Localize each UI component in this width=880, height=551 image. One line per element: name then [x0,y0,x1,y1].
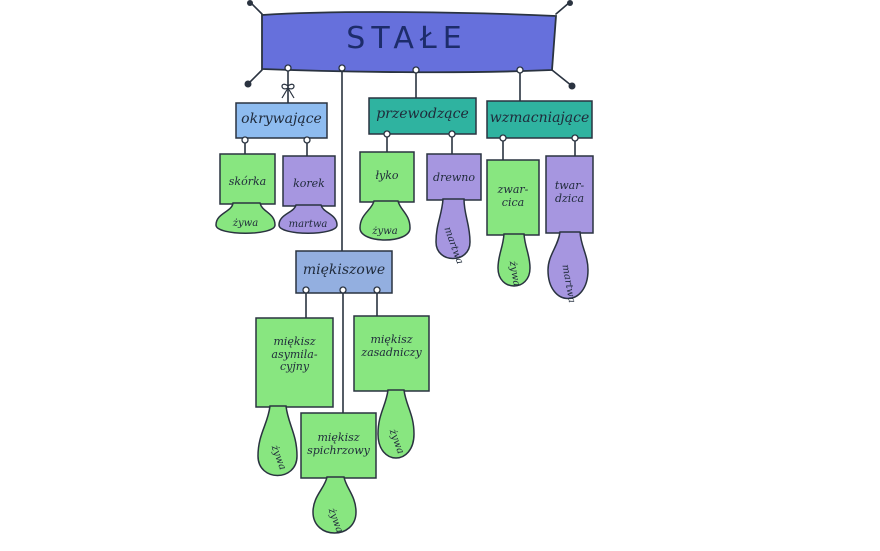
card-label-skorka: skórka [228,175,267,188]
hook [571,134,579,142]
hook [448,130,456,138]
drop-skorka [215,202,276,234]
bow-decoration [281,83,295,99]
card-twardzica [545,155,594,234]
card-spichrzowy [300,412,377,479]
category-box-okrywajace [235,102,328,139]
card-asymilacyjny [255,317,334,408]
pin [244,80,252,88]
hook [338,64,346,72]
hook [339,286,347,294]
pin [567,0,573,6]
card-label-zasadniczy: miękisz zasadniczy [361,333,422,359]
drop-zasadniczy [377,389,415,459]
category-label-miekiszowe: miękiszowe [302,262,386,278]
card-zasadniczy [353,315,430,392]
category-label-przewodzace: przewodzące [376,106,469,122]
drop-korek [278,204,338,234]
hook [373,286,381,294]
drop-twardzica [547,231,589,300]
diagram-title: STAŁE [346,21,468,56]
drop-asymilacyjny [257,405,298,477]
card-label-spichrzowy: miękisz spichrzowy [307,431,370,457]
category-box-wzmacniajace [486,100,593,139]
card-label-drewno: drewno [433,171,475,184]
hook [241,136,249,144]
card-skorka [219,153,276,205]
card-label-twardzica: twar- dzica [554,179,585,205]
hook [302,286,310,294]
card-label-zwarcica: zwar- cica [497,183,529,209]
string [551,69,573,87]
card-label-lyko: łyko [375,169,399,182]
hook [383,130,391,138]
drop-lyko [359,200,411,241]
drop-spichrzowy [312,476,357,534]
category-label-okrywajace: okrywające [241,111,322,127]
card-label-asymilacyjny: miękisz asymila- cyjny [271,335,318,374]
title-box [261,11,557,74]
category-label-wzmacniajace: wzmacniające [489,110,590,126]
drop-drewno [435,198,471,260]
hook [412,66,420,74]
category-box-miekiszowe [295,250,393,294]
drop-zwarcica [497,233,531,287]
pin [568,82,576,90]
category-box-przewodzace [368,97,477,135]
card-lyko [359,151,415,203]
drop-label-lyko: żywa [372,226,398,237]
hook [303,136,311,144]
pin [247,0,253,6]
hook [499,134,507,142]
hook [516,66,524,74]
card-drewno [426,153,482,201]
drop-label-korek: martwa [288,219,328,230]
card-label-korek: korek [293,177,325,190]
hook [284,64,292,72]
drop-label-skorka: żywa [232,218,259,229]
